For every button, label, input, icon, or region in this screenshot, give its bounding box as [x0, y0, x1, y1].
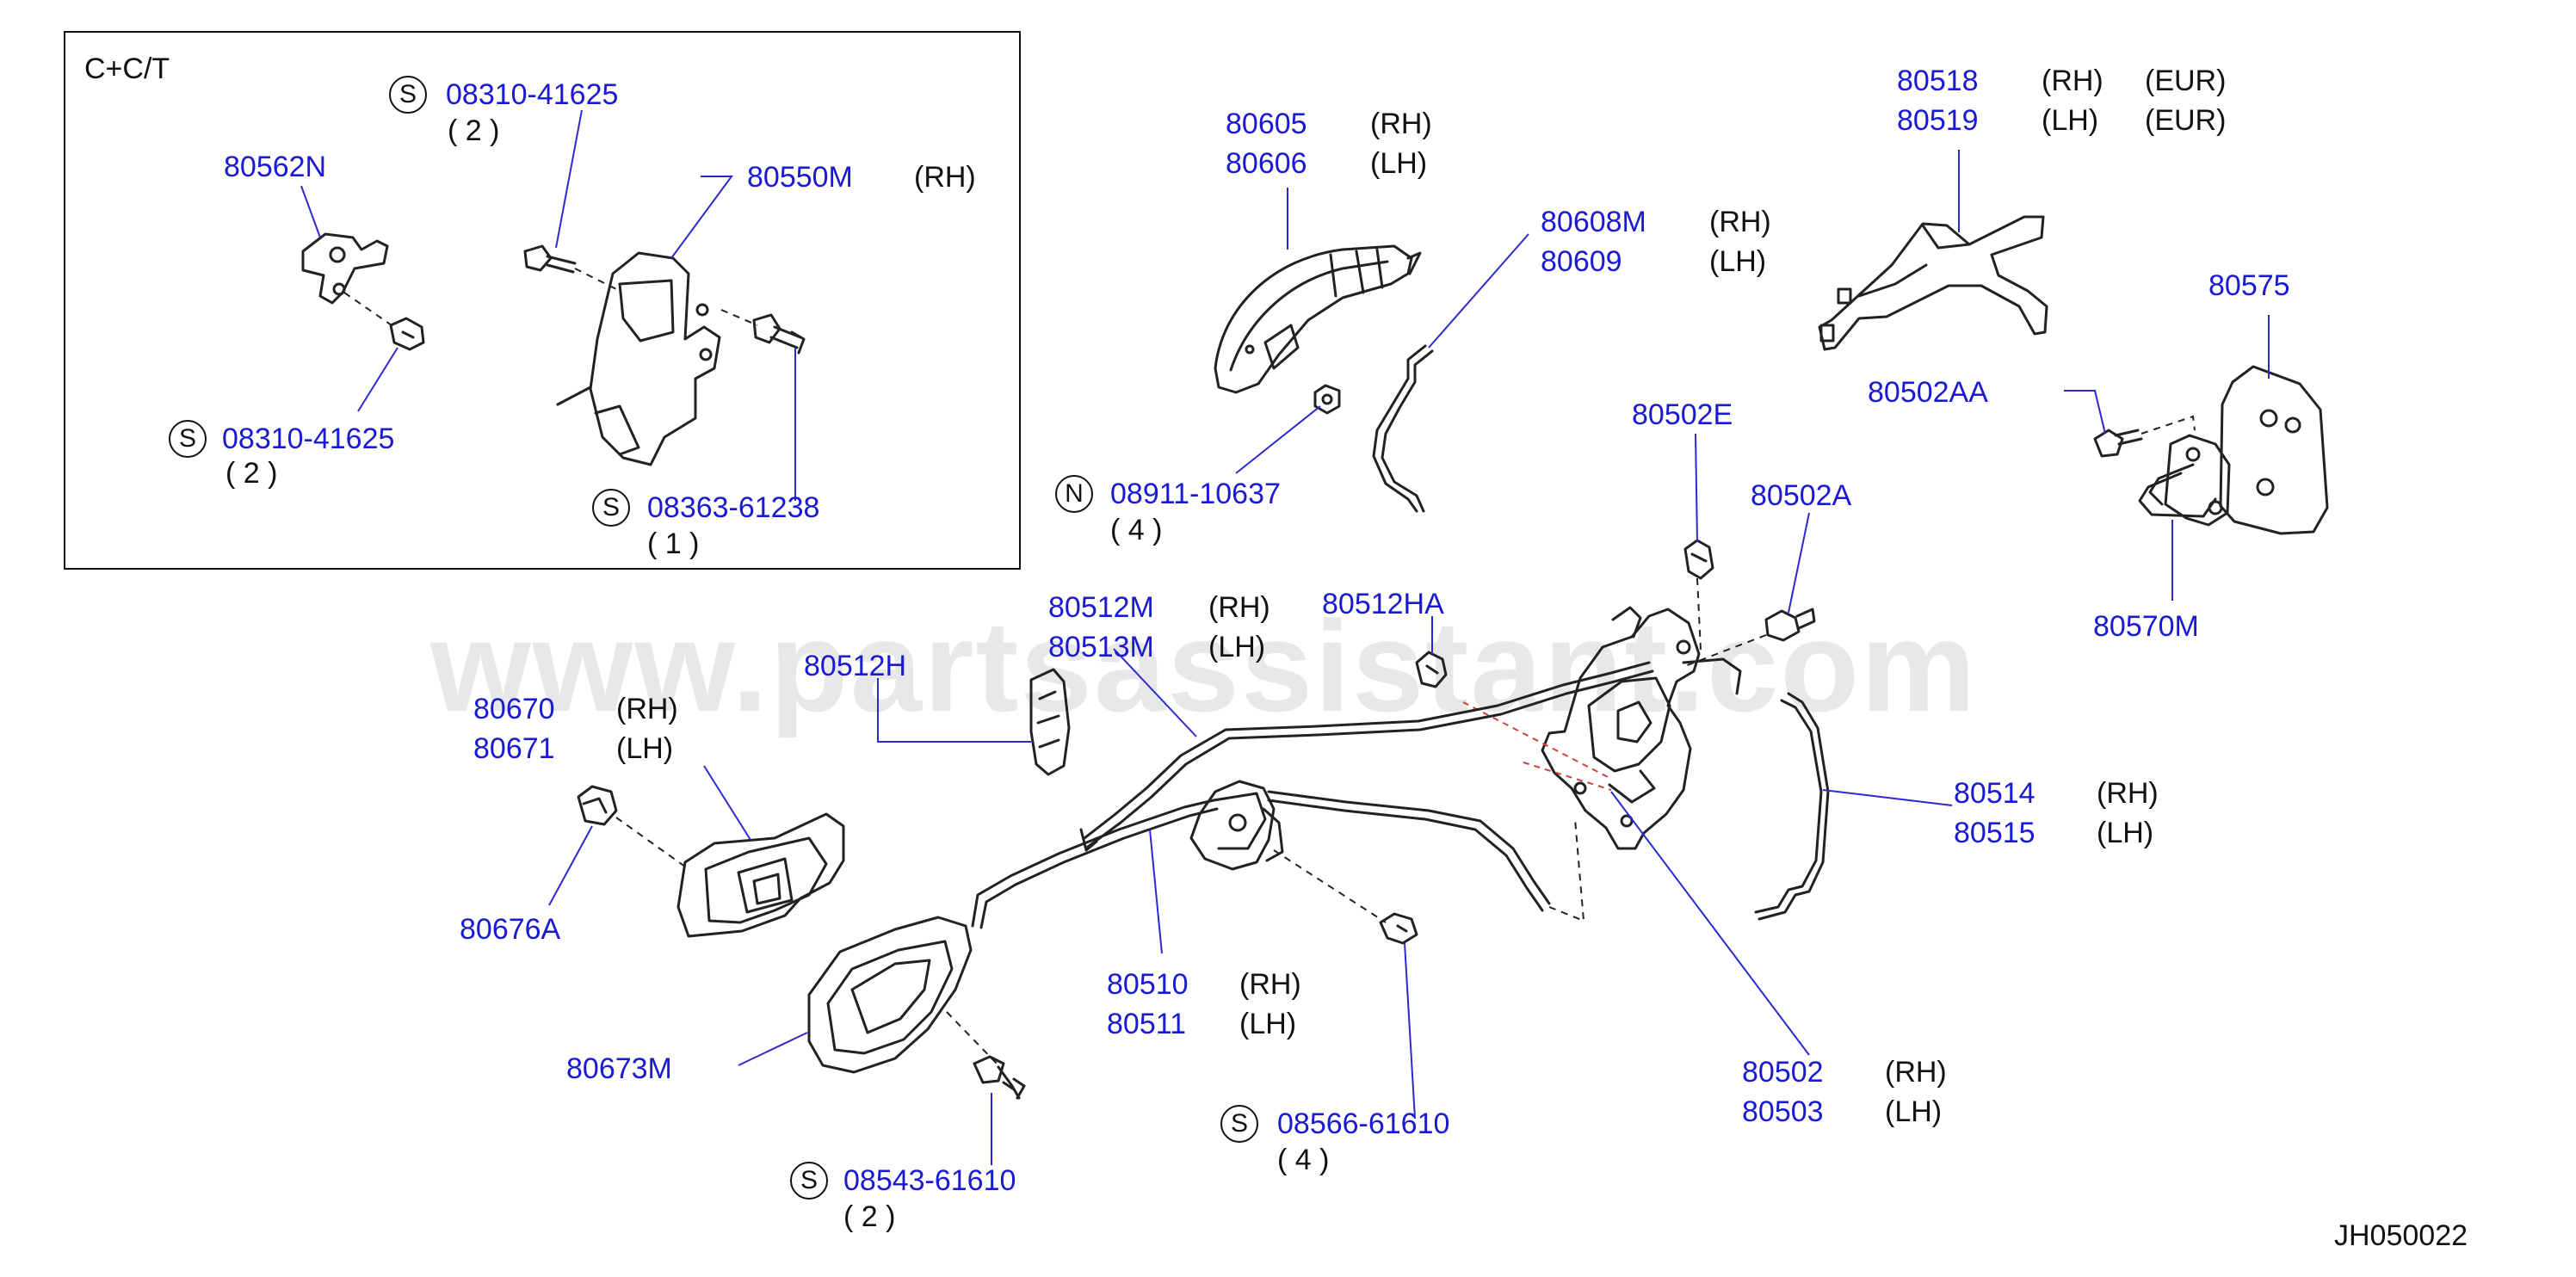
quantity: ( 2 )	[843, 1200, 896, 1233]
quantity: ( 2 )	[448, 114, 500, 147]
inset-screw-top	[523, 244, 577, 274]
escutcheon-80673m-drawing	[807, 916, 973, 1074]
part-number-08310-41625-left[interactable]: 08310-41625	[222, 423, 395, 455]
part-number-08911-10637[interactable]: 08911-10637	[1110, 478, 1281, 510]
side-label: (RH)	[1885, 1056, 1947, 1089]
part-number-80515[interactable]: 80515	[1954, 817, 2035, 849]
side-label: (RH)	[1709, 206, 1771, 238]
side-label: (LH)	[1239, 1008, 1297, 1040]
part-number-80518[interactable]: 80518	[1897, 65, 1979, 97]
part-number-80608m[interactable]: 80608M	[1541, 206, 1646, 238]
standard-part-marker: S	[169, 420, 207, 458]
quantity: ( 4 )	[1277, 1144, 1330, 1176]
striker-80570m-drawing	[2138, 434, 2231, 527]
standard-part-marker: S	[389, 76, 427, 114]
quantity: ( 1 )	[647, 527, 700, 560]
part-number-80671[interactable]: 80671	[473, 732, 555, 765]
standard-part-marker: S	[1220, 1105, 1258, 1143]
market-label: (EUR)	[2145, 104, 2227, 137]
part-number-80609[interactable]: 80609	[1541, 245, 1622, 278]
door-lock-drawing	[1541, 606, 1742, 850]
clip-80502e-drawing	[1683, 539, 1714, 580]
diagram-code: JH050022	[2334, 1219, 2468, 1252]
clip-80676a-drawing	[577, 785, 618, 826]
part-number-80502[interactable]: 80502	[1742, 1056, 1824, 1089]
market-label: (EUR)	[2145, 65, 2227, 97]
part-number-08363-61238[interactable]: 08363-61238	[647, 491, 820, 524]
part-number-80512ha[interactable]: 80512HA	[1322, 588, 1444, 620]
watermark: www.partsassistant.com	[430, 594, 1978, 738]
part-number-80513m[interactable]: 80513M	[1048, 631, 1154, 663]
side-label: (LH)	[1885, 1095, 1943, 1128]
part-number-80606[interactable]: 80606	[1226, 147, 1307, 180]
inside-handle-80670-drawing	[676, 812, 845, 938]
bolt-80502aa	[2093, 429, 2143, 458]
clip-80512h-drawing	[1029, 668, 1071, 776]
part-number-80514[interactable]: 80514	[1954, 777, 2035, 810]
inset-bracket-drawing	[301, 232, 389, 305]
part-number-08310-41625-top[interactable]: 08310-41625	[446, 78, 619, 111]
part-number-80502a[interactable]: 80502A	[1751, 479, 1852, 512]
outside-handle-drawing	[1214, 244, 1422, 394]
part-number-08566-61610[interactable]: 08566-61610	[1277, 1107, 1450, 1140]
part-number-80605[interactable]: 80605	[1226, 108, 1307, 140]
side-label: (RH)	[1239, 968, 1301, 1001]
part-number-80511[interactable]: 80511	[1107, 1008, 1187, 1040]
bracket-80518-drawing	[1818, 215, 2048, 351]
nut-08911	[1313, 384, 1341, 415]
inset-actuator	[556, 251, 721, 466]
part-number-80575[interactable]: 80575	[2208, 269, 2290, 302]
part-number-80503[interactable]: 80503	[1742, 1095, 1824, 1128]
part-number-80570m[interactable]: 80570M	[2093, 610, 2199, 643]
part-number-80562n[interactable]: 80562N	[224, 151, 327, 183]
side-label: (RH)	[2097, 777, 2159, 810]
screw-08543-drawing	[973, 1055, 1026, 1100]
plate-80575-drawing	[2219, 365, 2329, 535]
side-label: (RH)	[1208, 591, 1270, 624]
quantity: ( 2 )	[225, 457, 278, 490]
side-label: (RH)	[616, 693, 678, 725]
quantity: ( 4 )	[1110, 514, 1163, 546]
bellcrank-80510-drawing	[1189, 780, 1284, 871]
part-number-80510[interactable]: 80510	[1107, 968, 1189, 1001]
part-number-80502e[interactable]: 80502E	[1632, 398, 1733, 431]
side-label: (LH)	[616, 732, 674, 765]
part-number-80512h[interactable]: 80512H	[804, 650, 907, 682]
side-label: (LH)	[2097, 817, 2154, 849]
side-label: (LH)	[1208, 631, 1266, 663]
inset-screw-bottom	[752, 313, 806, 355]
side-label: (RH)	[2042, 65, 2103, 97]
side-label: (RH)	[1370, 108, 1432, 140]
side-label: (LH)	[1709, 245, 1767, 278]
nut-part-marker: N	[1055, 475, 1093, 513]
part-number-80519[interactable]: 80519	[1897, 104, 1979, 137]
part-number-80676a[interactable]: 80676A	[460, 913, 561, 946]
standard-part-marker: S	[592, 489, 630, 527]
part-number-80502aa[interactable]: 80502AA	[1868, 376, 1988, 409]
part-number-80512m[interactable]: 80512M	[1048, 591, 1154, 624]
side-label: (RH)	[914, 161, 976, 194]
standard-part-marker: S	[790, 1162, 828, 1200]
part-number-80550m[interactable]: 80550M	[747, 161, 853, 194]
part-number-08543-61610[interactable]: 08543-61610	[843, 1164, 1016, 1197]
inset-frame	[64, 31, 1021, 570]
inset-screw-left	[389, 317, 425, 351]
part-number-80670[interactable]: 80670	[473, 693, 555, 725]
side-label: (LH)	[1370, 147, 1428, 180]
screw-08566-drawing	[1379, 912, 1418, 945]
screw-80502a-drawing	[1764, 608, 1816, 642]
inset-title: C+C/T	[84, 52, 170, 85]
side-label: (LH)	[2042, 104, 2099, 137]
part-number-80673m[interactable]: 80673M	[566, 1052, 672, 1085]
clip-80512ha-drawing	[1415, 651, 1448, 688]
